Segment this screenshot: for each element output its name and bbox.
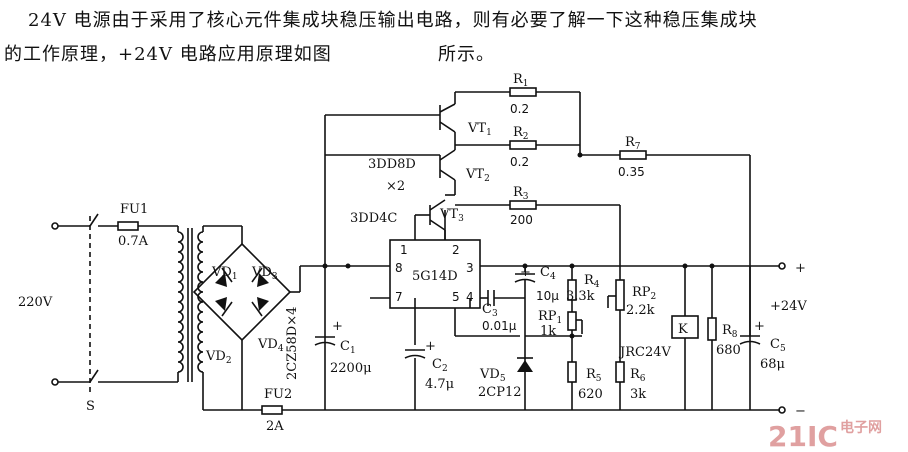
r1-value: 0.2	[510, 102, 529, 116]
fu1-label: FU1	[120, 202, 148, 217]
vt12-count-label: ×2	[386, 179, 405, 194]
bridge-rectifier: VD1 VD3 VD2 VD4 2CZ58D×4	[192, 226, 300, 410]
ic-pin-1: 1	[400, 243, 408, 257]
r5-value: 620	[578, 387, 603, 402]
rp1-label: RP1	[538, 309, 562, 326]
svg-text:+: +	[520, 265, 531, 280]
vt3-label: VT3	[439, 207, 464, 224]
r6-value: 3k	[630, 387, 646, 402]
r8-value: 680	[716, 343, 741, 358]
c3-label: C3	[482, 302, 498, 319]
paragraph-line-2: 的工作原理，+24V 电路应用原理如图	[4, 44, 332, 65]
ic-pin-8: 8	[395, 261, 403, 275]
ac-voltage-label: 220V	[18, 295, 53, 310]
paragraph-line-2-tail: 所示。	[438, 44, 495, 65]
switch-label: S	[86, 399, 95, 414]
fu2-value: 2A	[266, 419, 284, 434]
c5-label: C5	[770, 337, 786, 354]
relay-label: K	[678, 322, 688, 337]
regulator-ic: 5G14D 1 2 3 4 5 7 8 + C2 4.7μ C3 0.01μ	[370, 239, 786, 410]
r2-label: R2	[513, 125, 529, 142]
vd5-label: VD5	[479, 367, 506, 384]
output-stage: K JRC24V R8 680 + C5 68μ + − +24V	[618, 261, 807, 419]
output-minus: −	[795, 404, 806, 419]
c3-value: 0.01μ	[482, 319, 517, 333]
c2-label: C2	[432, 357, 448, 374]
c2-value: 4.7μ	[425, 377, 454, 392]
vd3-label: VD3	[251, 265, 278, 282]
vd4-label: VD4	[257, 337, 284, 354]
ic-pin-5: 5	[452, 290, 460, 304]
output-voltage: +24V	[770, 299, 807, 314]
c1-label: C1	[340, 339, 356, 356]
relay-type: JRC24V	[618, 345, 671, 360]
vt1-label: VT1	[467, 121, 492, 138]
r2-value: 0.2	[510, 155, 529, 169]
resistors-top: R1 0.2 R2 0.2 R3 200 R7 0.35	[444, 72, 751, 410]
r4-label: R4	[584, 273, 600, 290]
vt12-type-label: 3DD8D	[368, 157, 416, 172]
pass-transistors: VT1 VT2 VT3 3DD8D ×2 3DD4C	[325, 91, 510, 240]
rp1-value: 1k	[540, 324, 556, 339]
description-paragraph: 24V 电源由于采用了核心元件集成块稳压输出电路，则有必要了解一下这种稳压集成块…	[0, 0, 908, 80]
svg-text:+: +	[332, 319, 343, 334]
rp2-label: RP2	[632, 285, 656, 302]
vt3-type-label: 3DD4C	[350, 211, 397, 226]
bridge-type-label: 2CZ58D×4	[285, 307, 300, 380]
fu2-label: FU2	[264, 387, 292, 402]
fu1-value: 0.7A	[118, 234, 149, 249]
rp2-value: 2.2k	[626, 303, 655, 318]
r7-value: 0.35	[618, 165, 645, 179]
ic-pin-2: 2	[452, 243, 460, 257]
svg-text:21IC: 21IC	[768, 420, 838, 452]
vd2-label: VD2	[205, 349, 232, 366]
r1-label: R1	[513, 72, 529, 89]
fuse-fu1: FU1 0.7A	[117, 202, 178, 249]
c4-value: 10μ	[536, 289, 559, 303]
r8-label: R8	[722, 323, 738, 340]
ground-rail: FU2 2A	[203, 387, 786, 434]
svg-text:+: +	[754, 319, 765, 334]
r4-value: 3.3k	[566, 289, 595, 304]
unregulated-rail: + C1 2200μ	[299, 115, 390, 410]
vt2-label: VT2	[465, 167, 490, 184]
paragraph-line-1: 24V 电源由于采用了核心元件集成块稳压输出电路，则有必要了解一下这种稳压集成块	[28, 10, 758, 31]
ic-pin-4: 4	[466, 290, 474, 304]
output-plus: +	[795, 261, 806, 276]
r5-label: R5	[586, 367, 602, 384]
r6-label: R6	[630, 367, 646, 384]
vd5-value: 2CP12	[478, 385, 522, 400]
r3-value: 200	[510, 213, 533, 227]
ac-input: 220V S	[18, 213, 178, 414]
vd1-label: VD1	[211, 265, 238, 282]
svg-text:电子网: 电子网	[840, 419, 882, 436]
c4-label: C4	[540, 265, 556, 282]
ic-pin-3: 3	[466, 261, 474, 275]
c1-value: 2200μ	[330, 361, 372, 376]
ic-label: 5G14D	[412, 269, 458, 284]
watermark-logo: 21IC 电子网	[768, 419, 882, 452]
ic-pin-7: 7	[395, 290, 403, 304]
svg-text:+: +	[425, 339, 436, 354]
feedback-network: + C4 10μ VD5 2CP12 R4 3.3k RP1 1k R5 620	[478, 263, 603, 410]
r7-label: R7	[625, 135, 641, 152]
c5-value: 68μ	[760, 357, 785, 372]
current-sense: RP2 2.2k R6 3k	[607, 279, 656, 410]
r3-label: R3	[513, 185, 529, 202]
